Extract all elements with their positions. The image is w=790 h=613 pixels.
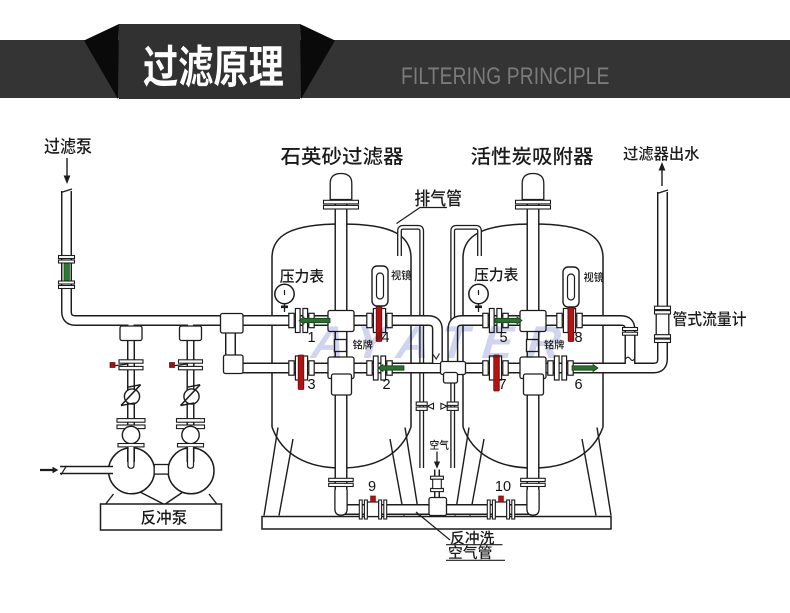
svg-text:5: 5 [499,330,507,346]
svg-text:2: 2 [382,377,390,393]
svg-text:9: 9 [368,479,376,495]
svg-text:8: 8 [574,330,582,346]
svg-text:7: 7 [498,377,506,393]
svg-text:1: 1 [307,330,315,346]
svg-text:3: 3 [307,377,315,393]
svg-text:10: 10 [495,479,511,495]
svg-text:AYATER: AYATER [308,316,577,368]
svg-text:4: 4 [381,330,389,346]
svg-text:6: 6 [574,377,582,393]
